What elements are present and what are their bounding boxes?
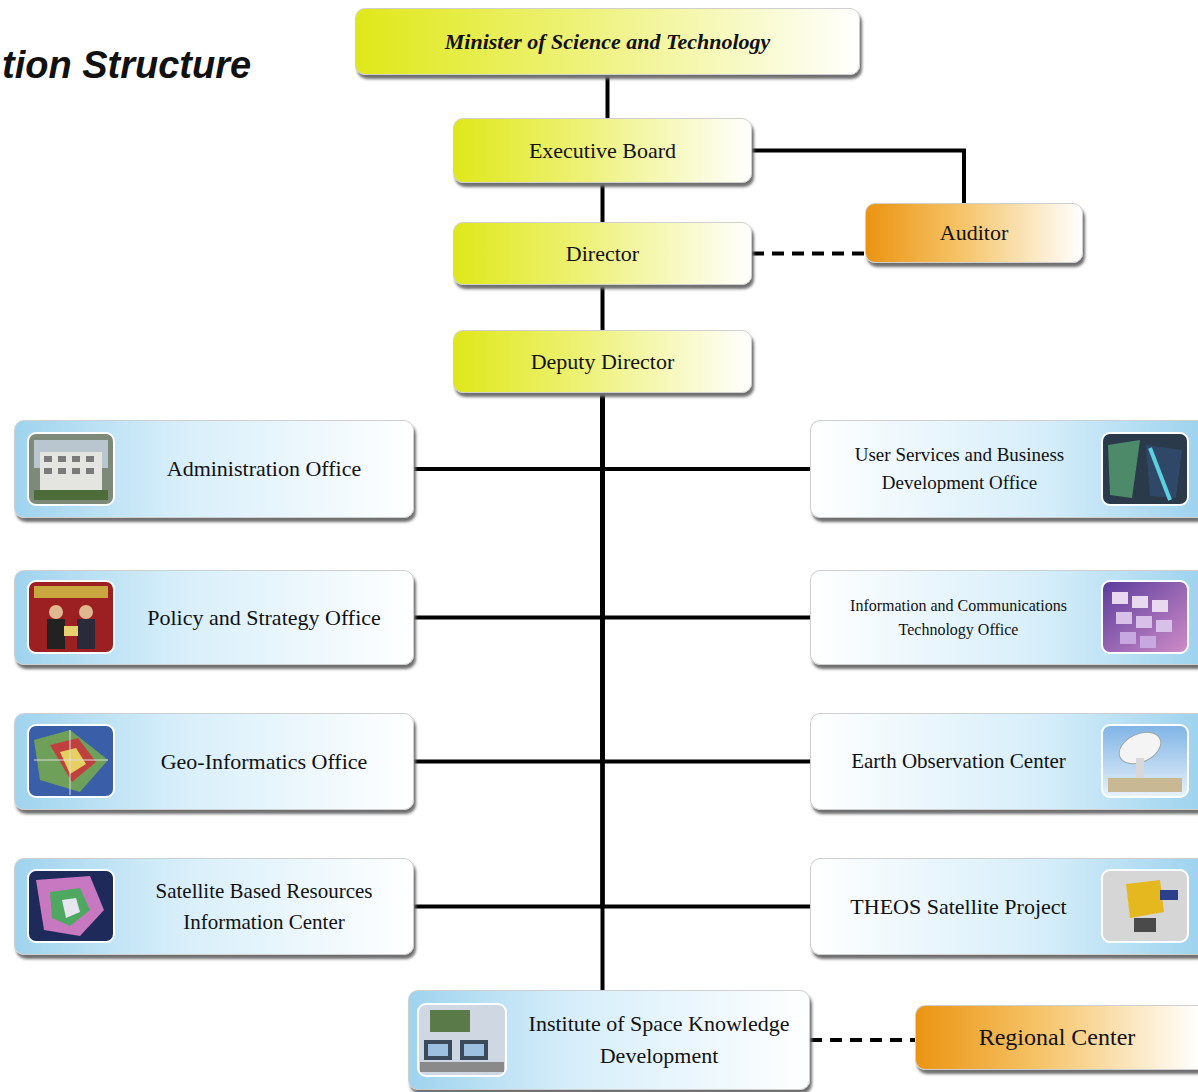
office-box: Institute of Space Knowledge Development [408,990,810,1090]
office-box: Administration Office [14,420,414,518]
node-label: Policy and Strategy Office [147,602,381,634]
node-label: Earth Observation Center [851,746,1066,776]
connector-line [603,393,811,762]
dashed-connector [810,1038,915,1042]
node-label: Regional Center [979,1020,1136,1055]
connector-line [603,393,811,469]
office-box: Geo-Informatics Office [14,713,414,810]
satellite-image [28,870,114,942]
executive-box: Director [453,222,752,285]
node-label: Information and Communications Technolog… [819,594,1098,640]
map-image [28,725,114,797]
executive-box: Deputy Director [453,330,752,393]
connector-line [414,393,603,469]
connector-line [606,75,610,118]
chart-title: tion Structure [2,44,251,87]
node-label: Director [566,238,639,270]
node-label: User Services and Business Development O… [821,441,1098,496]
office-box: User Services and Business Development O… [810,420,1198,518]
node-label: Executive Board [529,135,676,167]
satellite-model [1102,870,1188,942]
connector-line [601,285,605,330]
ceremony-photo [28,581,114,653]
node-label: Deputy Director [531,346,675,378]
connector-line [414,393,603,762]
keyboard-photo [1102,581,1188,653]
node-label: Minister of Science and Technology [445,26,771,58]
office-box: Information and Communications Technolog… [810,570,1198,665]
satellite-scene-image [1102,433,1188,505]
connector-line [752,151,964,204]
node-label: Auditor [940,217,1008,249]
office-box: THEOS Satellite Project [810,858,1198,955]
dashed-connector [752,252,865,256]
node-label: Geo-Informatics Office [161,746,368,778]
node-label: THEOS Satellite Project [850,891,1066,923]
node-label: Satellite Based Resources Information Ce… [125,876,403,937]
connector-line [601,183,605,222]
classroom-photo [418,1004,506,1076]
office-box: Earth Observation Center [810,713,1198,810]
connector-line [603,393,811,618]
connector-line [414,393,603,907]
connector-line [603,393,811,907]
antenna-photo [1102,725,1188,797]
executive-box: Executive Board [453,118,752,183]
connector-line [601,393,605,990]
connector-line [414,393,603,618]
node-label: Institute of Space Knowledge Development [519,1008,799,1072]
side-box: Auditor [865,203,1083,263]
office-box: Policy and Strategy Office [14,570,414,665]
node-label: Administration Office [167,453,362,485]
side-box: Regional Center [915,1005,1198,1070]
office-box: Satellite Based Resources Information Ce… [14,858,414,955]
executive-box: Minister of Science and Technology [355,8,860,75]
building-photo [28,433,114,505]
